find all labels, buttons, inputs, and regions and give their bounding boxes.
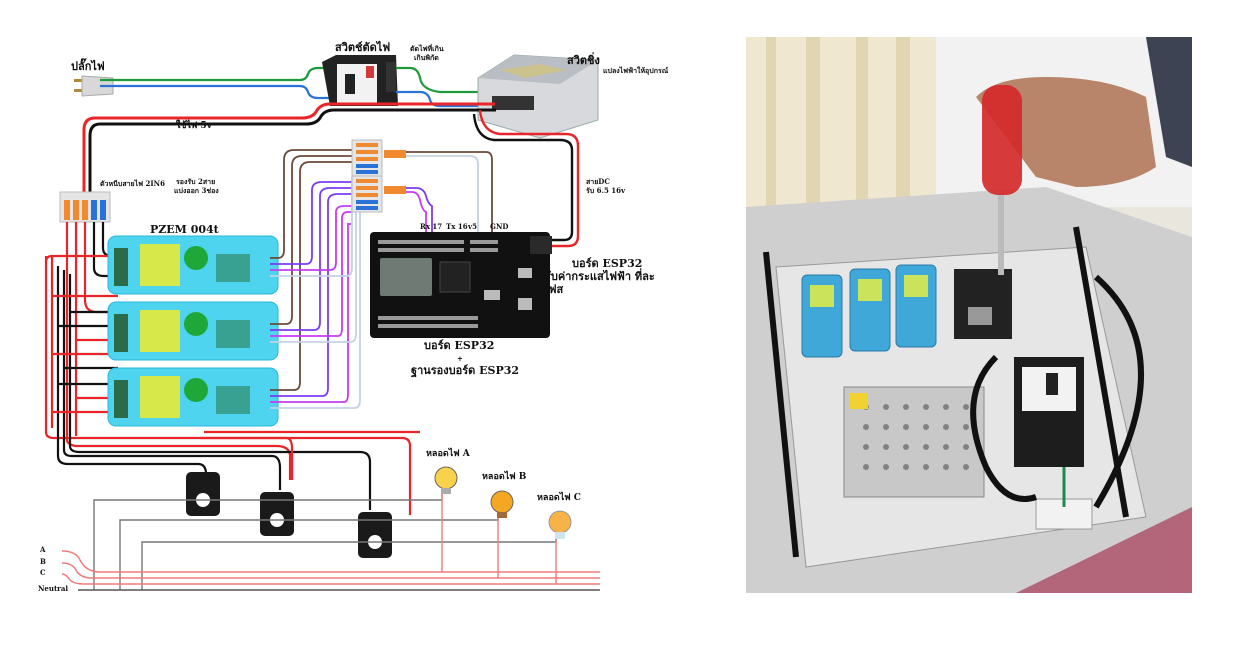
esp-note-2: เฟส (545, 283, 564, 296)
wiring-svg (44, 54, 600, 591)
bulb-c-label: หลอดไฟ C (537, 493, 581, 503)
pzem-module-3 (107, 367, 279, 427)
power-supply-icon (477, 54, 599, 139)
neutral-label: Neutral (38, 584, 69, 593)
pin-gnd-label: GND (490, 222, 509, 231)
esp-title: บอร์ด ESP32 (572, 257, 643, 270)
ct-clamps (186, 472, 392, 558)
power-5v-wire (82, 102, 495, 200)
dc-note-2: รับ 6.5 16v (586, 186, 626, 195)
wago-note-3: แบ่งออก 3ช่อง (174, 186, 219, 195)
bulb-b-icon (490, 490, 514, 518)
wiring-diagram: ปลั๊กไฟ สวิตช์ตัดไฟ ตัดไฟที่เกิน เกินพิก… (38, 41, 669, 593)
ac-neutral-wire (100, 84, 332, 100)
ct-clamp-b (260, 492, 294, 536)
breaker-note-1: ตัดไฟที่เกิน (410, 44, 444, 53)
phase-c-label: C (40, 568, 46, 577)
pin-v5-label: v5 (468, 222, 477, 231)
breaker-icon (322, 55, 398, 106)
pzem-modules (107, 235, 279, 427)
psu-label: สวิตชิ่ง (567, 54, 600, 67)
pzem-module-2 (107, 301, 279, 361)
phase-a-label: A (40, 545, 46, 554)
ac-live-wire (100, 66, 332, 82)
pin-rx-label: Rx 17 (420, 222, 443, 231)
esp-caption-2: ฐานรองบอร์ด ESP32 (411, 364, 520, 377)
pin-tx-label: Tx 16 (446, 222, 468, 231)
esp32-board-icon (370, 232, 552, 338)
wago-connector-lower-icon (351, 175, 406, 213)
bulb-a-icon (434, 466, 458, 494)
psu-note: แปลงไฟฟ้าให้อุปกรณ์ (603, 66, 669, 75)
wago-connector-icon (59, 191, 111, 223)
esp-note-1: รับค่ากระแสไฟฟ้า ที่ละ (545, 270, 655, 283)
esp-caption-plus: + (457, 354, 463, 363)
bulb-a-label: หลอดไฟ A (426, 449, 470, 459)
dc-wire (478, 109, 580, 248)
breaker-label: สวิตช์ตัดไฟ (335, 41, 391, 54)
enclosure-photo (746, 37, 1192, 593)
bulb-b-label: หลอดไฟ B (482, 472, 527, 482)
plug-label: ปลั๊กไฟ (71, 60, 105, 73)
breaker-note-2: เกินพิกัด (414, 53, 439, 62)
wago-note-2: รองรับ 2สาย (176, 177, 216, 186)
pzem-module-1 (107, 235, 279, 295)
esp-caption-1: บอร์ด ESP32 (424, 339, 495, 352)
phase-b-label: B (40, 557, 46, 566)
dc-note-1: สายDC (586, 177, 610, 186)
wago-connector-upper-icon (351, 139, 406, 177)
wago-note-1: ตัวหนีบสายไฟ 2IN6 (100, 179, 165, 188)
power-5v-label: ใช้ไฟ 5v (176, 121, 213, 131)
photo-svg (746, 37, 1192, 593)
ct-clamp-a (186, 472, 220, 516)
ct-clamp-c (358, 512, 392, 558)
bulb-c-icon (548, 510, 572, 539)
pzem-label: PZEM 004t (150, 223, 219, 236)
